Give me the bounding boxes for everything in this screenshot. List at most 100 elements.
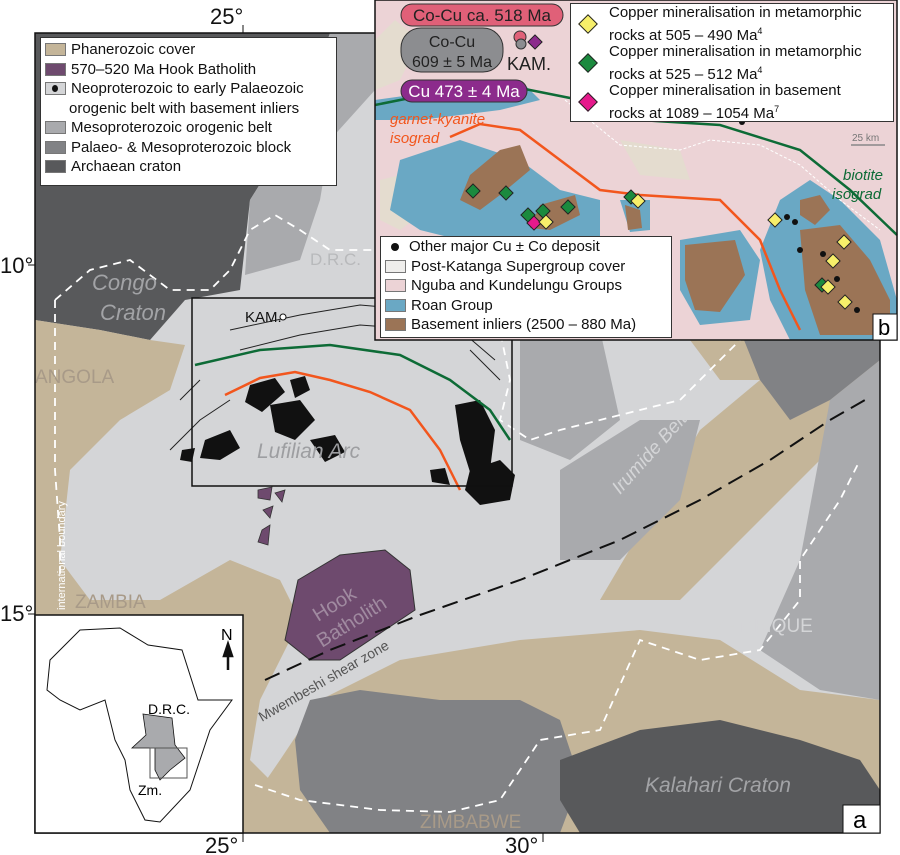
swatch [385, 298, 406, 312]
age-badge-co-cu-609 [400, 27, 504, 73]
biotite-isograd-line [194, 343, 512, 441]
label-zambia: ZAMBIA [75, 592, 146, 613]
label-angola: ANGOLA [35, 367, 115, 388]
bi-isograd-label-2: isograd [832, 186, 882, 203]
swatch [45, 82, 66, 96]
basement-inliers [180, 376, 515, 505]
legend-label: Nguba and Kundelungu Groups [411, 277, 622, 295]
boundary-b [564, 99, 881, 231]
legend-label: Copper mineralisation in metamorphic [609, 42, 862, 60]
label-kalahari-craton: Kalahari Craton [645, 774, 791, 797]
inset-study-box [149, 747, 188, 779]
scale-bar-label: 25 km [852, 133, 879, 144]
gk-isograd-label-2: isograd [390, 130, 440, 147]
lon-25-top: 25° [210, 4, 243, 29]
legend-item-505-490: Copper mineralisation in metamorphic rock… [571, 3, 893, 44]
legend-label: Phanerozoic cover [71, 41, 196, 59]
legend-item-hook: 570–520 Ma Hook Batholith [41, 60, 336, 80]
basement-inliers-b [460, 145, 890, 335]
legend-item-meso-belt: Mesoproterozoic orogenic belt [41, 118, 336, 138]
garnet-kyanite-isograd-b [449, 122, 802, 331]
mwembeshi-shear-zone-line [264, 399, 866, 681]
legend-label: Copper mineralisation in metamorphic [609, 3, 862, 21]
legend-label: Other major Cu ± Co deposit [409, 238, 600, 256]
legend-label: rocks at 525 – 512 Ma [609, 65, 758, 83]
label-kam: KAM. [245, 309, 282, 326]
legend-label: rocks at 505 – 490 Ma [609, 26, 758, 44]
legend-label: rocks at 1089 – 1054 Ma [609, 104, 775, 122]
kalahari-craton-area [560, 720, 880, 833]
hook-batholith-area [284, 549, 416, 661]
green-diamond-icon [578, 52, 598, 73]
swatch [45, 160, 66, 174]
age-co-cu-609-l1: Co-Cu [429, 34, 475, 51]
bangweulu-block [740, 330, 880, 420]
legend-item-roan: Roan Group [381, 296, 671, 316]
swatch [385, 318, 406, 332]
swatch [45, 43, 66, 57]
label-mozambique: MOZAMBIQUE [683, 616, 813, 637]
study-area-box [191, 297, 513, 487]
kam-marker-icon [279, 313, 287, 321]
legend-label: Neoproterozoic to early Palaeozoic [71, 80, 304, 98]
age-badge-cu-473 [400, 79, 528, 103]
legend-label: Mesoproterozoic orogenic belt [71, 119, 272, 137]
deposit-dot-icon [391, 242, 399, 251]
legend-label: orogenic belt with basement inliers [69, 99, 300, 117]
age-co-cu-609-l2: 609 ± 5 Ma [412, 54, 492, 71]
mineralisation-markers [465, 34, 853, 310]
kam-co-cu-609-icon [515, 38, 527, 50]
irumide-belt-area [560, 420, 700, 560]
age-badge-co-cu-518 [400, 3, 564, 27]
meso-block [520, 330, 620, 460]
swatch [45, 121, 66, 135]
age-cu-473: Cu 473 ± 4 Ma [408, 82, 520, 101]
ref-sup: 4 [757, 64, 763, 75]
north-label: N [221, 627, 233, 644]
small-batholiths [257, 486, 286, 546]
inset-label-drc: D.R.C. [148, 701, 190, 717]
lon-30-bottom: 30° [505, 833, 538, 855]
legend-label: Copper mineralisation in basement [609, 81, 841, 99]
boundary-angola [54, 300, 61, 580]
swatch [385, 279, 406, 293]
map-b-frame [374, 0, 898, 341]
legend-item-deposit: Other major Cu ± Co deposit [381, 237, 671, 257]
ref-sup: 7 [774, 103, 780, 114]
legend-label: Basement inliers (2500 – 880 Ma) [411, 316, 637, 334]
legend-item-neoproterozoic: Neoproterozoic to early Palaeozoic [41, 79, 336, 99]
label-kam-b: KAM. [507, 54, 551, 74]
inset-label-zm: Zm. [138, 782, 162, 798]
legend-units-b: Other major Cu ± Co deposit Post-Katanga… [380, 236, 672, 338]
yellow-diamond-icon [578, 13, 598, 34]
swatch [385, 259, 406, 273]
legend-label: 570–520 Ma Hook Batholith [71, 60, 257, 78]
age-co-cu-518: Co-Cu ca. 518 Ma [413, 6, 551, 25]
africa-inset: D.R.C. Zm. N [34, 614, 244, 834]
legend-label: Roan Group [411, 296, 493, 314]
label-international-boundary: international boundary [56, 501, 68, 610]
legend-item-palaeo-block: Palaeo- & Mesoproterozoic block [41, 138, 336, 158]
legend-item-525-512: Copper mineralisation in metamorphic rock… [571, 42, 893, 83]
legend-item-post-katanga: Post-Katanga Supergroup cover [381, 257, 671, 277]
ref-sup: 4 [757, 25, 763, 36]
bi-isograd-label-1: biotite [843, 167, 883, 184]
label-drc: D.R.C. [310, 250, 361, 269]
legend-item-neoproterozoic-2: orogenic belt with basement inliers [41, 99, 336, 119]
zimbabwe-block [295, 690, 580, 833]
north-arrow-icon [222, 640, 234, 670]
gk-isograd-label-1: garnet-kyanite [390, 111, 485, 128]
swatch [45, 140, 66, 154]
label-congo-craton-1: Congo [92, 270, 157, 295]
panel-label-a: a [853, 807, 867, 834]
pink-diamond-icon [578, 91, 598, 112]
label-zimbabwe: ZIMBABWE [420, 812, 521, 833]
boundary-south [254, 459, 861, 813]
legend-item-basement: Basement inliers (2500 – 880 Ma) [381, 315, 671, 335]
legend-item-nguba: Nguba and Kundelungu Groups [381, 276, 671, 296]
garnet-kyanite-isograd-line [224, 370, 462, 491]
legend-map-a: Phanerozoic cover 570–520 Ma Hook Bathol… [40, 37, 337, 186]
legend-item-1089-1054: Copper mineralisation in basement rocks a… [571, 81, 893, 122]
